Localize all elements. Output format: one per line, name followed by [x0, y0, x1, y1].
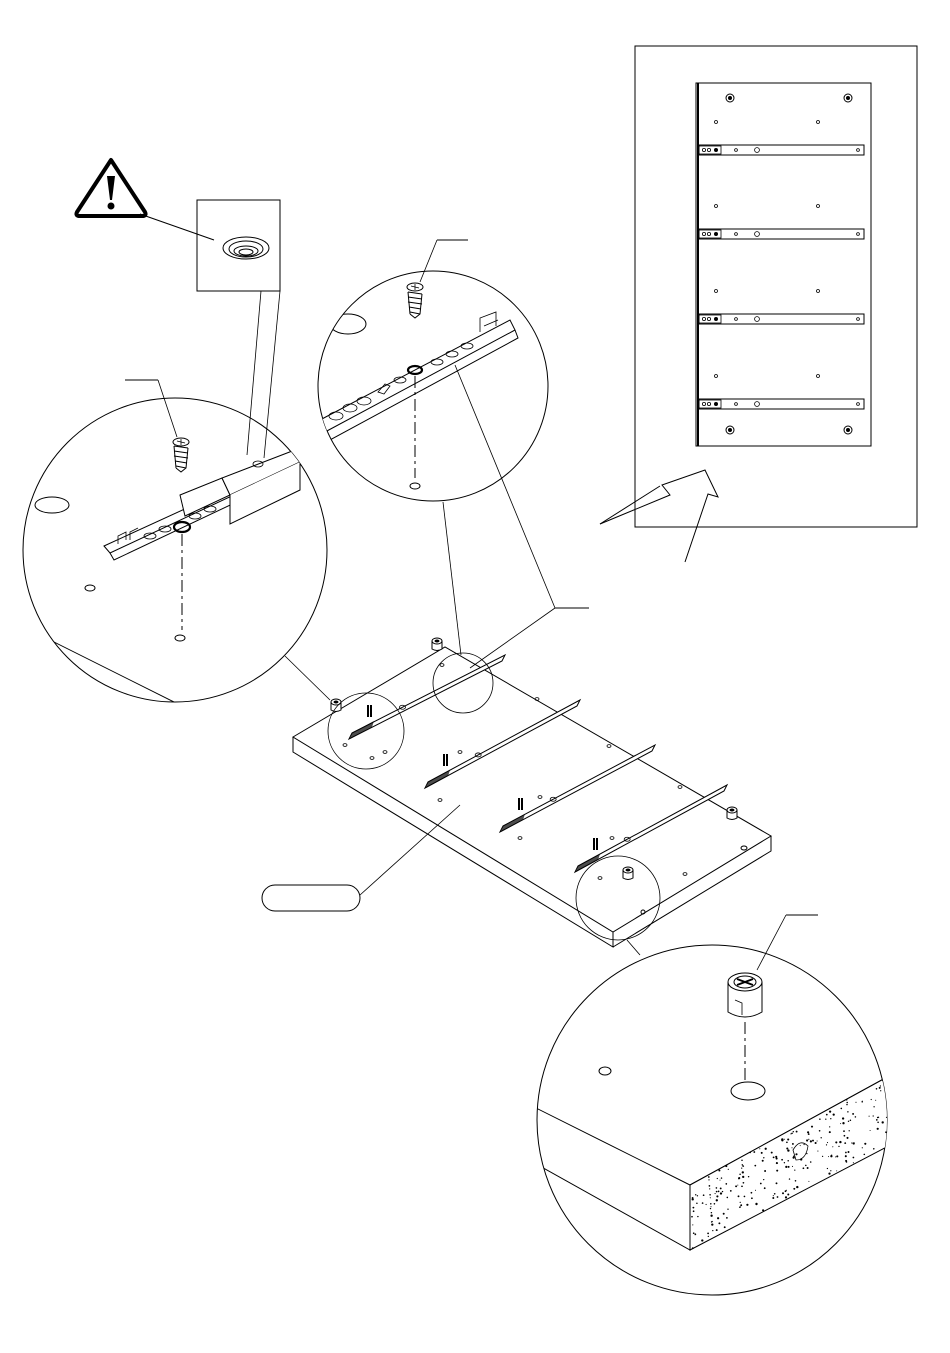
detail-circle-bottom: [520, 945, 900, 1295]
cam-lock-icon: [728, 915, 818, 1082]
cam-lock: [331, 699, 341, 712]
fixing-hole-highlight-left: [174, 522, 190, 532]
screw-icon: [125, 380, 189, 472]
inset-rail: [699, 399, 864, 409]
warning-leader: [140, 214, 214, 240]
detail-circle-left: [23, 398, 327, 705]
main-panel: [293, 638, 771, 947]
inset-rail: [699, 145, 864, 155]
detail-circle-top: [318, 240, 555, 655]
view-direction-arrow: [600, 470, 718, 562]
cam-lock: [432, 638, 442, 651]
front-view-inset: [635, 46, 917, 527]
cam-lock: [623, 867, 633, 880]
inset-rail: [699, 229, 864, 239]
cam-lock: [727, 807, 737, 820]
inset-rail: [699, 314, 864, 324]
warning-icon: [76, 160, 145, 216]
